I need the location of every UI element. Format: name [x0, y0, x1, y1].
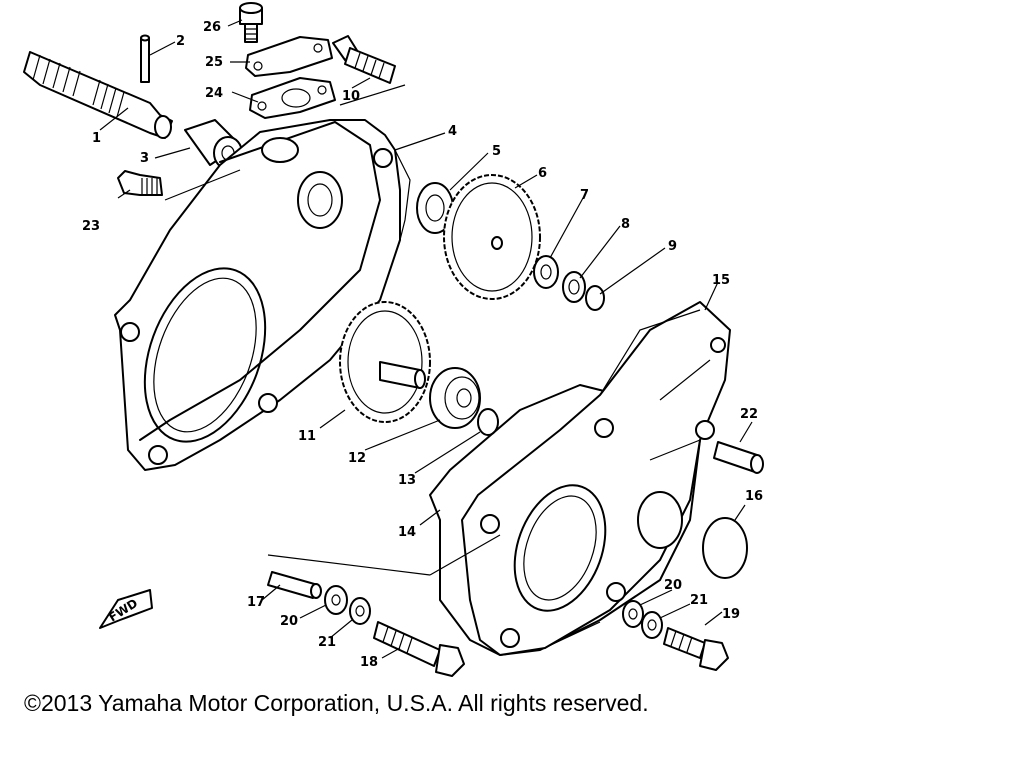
- callout-11: 11: [298, 429, 316, 444]
- callout-4: 4: [448, 124, 457, 139]
- callout-labels: 1 2 3 4 5 6 7 8 9 10 11 12 13 14 15 16 1…: [82, 20, 763, 670]
- part-20-washer-left: [324, 585, 348, 615]
- part-19-bolt: [663, 627, 729, 671]
- callout-5: 5: [492, 144, 501, 159]
- callout-12: 12: [348, 451, 366, 466]
- copyright-notice: ©2013 Yamaha Motor Corporation, U.S.A. A…: [24, 690, 649, 716]
- callout-16: 16: [745, 489, 763, 504]
- callout-7: 7: [580, 188, 589, 203]
- part-14-gasket: [429, 384, 701, 656]
- part-26-screw: [239, 2, 263, 43]
- callout-6: 6: [538, 166, 547, 181]
- callout-13: 13: [398, 473, 416, 488]
- forward-direction-arrow: FWD: [99, 589, 153, 629]
- callout-23: 23: [82, 219, 100, 234]
- callout-3: 3: [140, 151, 149, 166]
- part-25-cover-plate: [245, 36, 333, 77]
- part-12-bearing: [429, 367, 481, 429]
- part-24-gasket: [249, 77, 336, 119]
- callout-24: 24: [205, 86, 223, 101]
- part-16-circlip: [702, 517, 748, 579]
- callout-8: 8: [621, 217, 630, 232]
- part-17-dowel-pin: [267, 571, 322, 599]
- callout-25: 25: [205, 55, 223, 70]
- part-7-washer: [533, 255, 559, 289]
- part-8-washer: [562, 271, 586, 303]
- callout-1: 1: [92, 131, 101, 146]
- callout-20-left: 20: [280, 614, 298, 629]
- callout-19: 19: [722, 607, 740, 622]
- callout-22: 22: [740, 407, 758, 422]
- part-9-circlip: [585, 285, 605, 311]
- part-21-washer-left: [349, 597, 371, 625]
- callout-9: 9: [668, 239, 677, 254]
- callout-15: 15: [712, 273, 730, 288]
- callout-20-right: 20: [664, 578, 682, 593]
- callout-14: 14: [398, 525, 416, 540]
- part-2-pin: [140, 34, 150, 83]
- part-20-washer-right: [622, 600, 644, 628]
- callout-21-right: 21: [690, 593, 708, 608]
- callout-18: 18: [360, 655, 378, 670]
- part-18-bolt: [373, 621, 465, 677]
- part-21-washer-right: [641, 611, 663, 639]
- part-10-bolt: [332, 35, 396, 84]
- part-6-gear: [443, 174, 541, 300]
- part-15-outer-cover: [461, 301, 731, 656]
- callout-26: 26: [203, 20, 221, 35]
- leader-lines: [99, 19, 753, 659]
- exploded-parts-diagram: FWD 1 2: [23, 2, 764, 677]
- callout-2: 2: [176, 34, 185, 49]
- part-11-gear: [339, 301, 431, 423]
- callout-17: 17: [247, 595, 265, 610]
- part-22-bolt: [713, 441, 764, 474]
- callout-21-left: 21: [318, 635, 336, 650]
- part-23-bolt: [117, 170, 163, 196]
- part-13-circlip: [477, 408, 499, 436]
- part-1-shaft: [23, 51, 173, 139]
- callout-10: 10: [342, 89, 360, 104]
- part-4-gear-case: [114, 119, 411, 471]
